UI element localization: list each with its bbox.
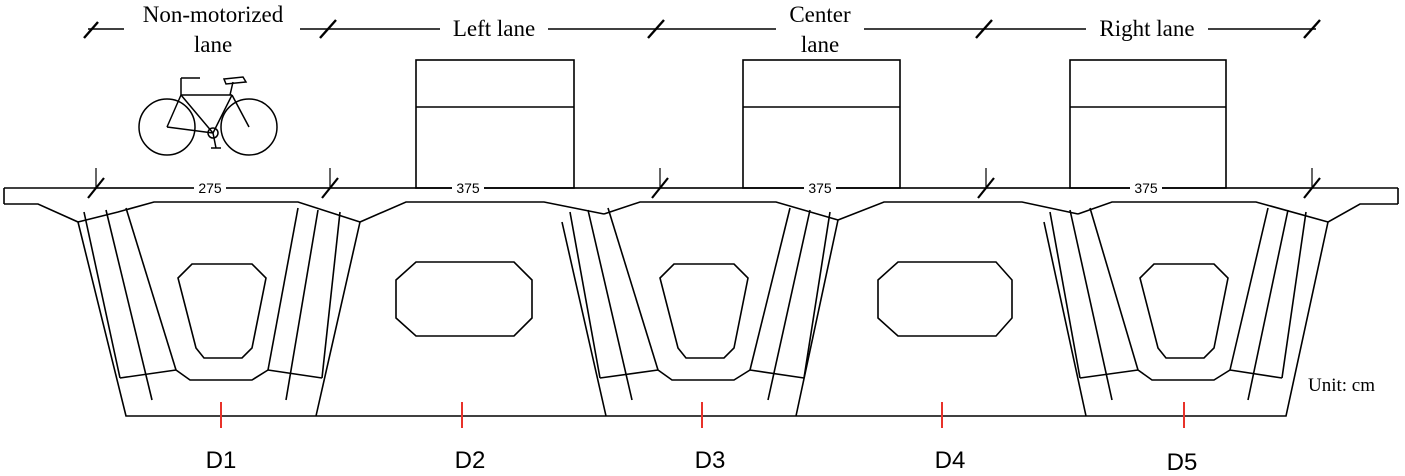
dim-slash [87,177,105,199]
girder-joints [315,219,1087,417]
lane-label-left: Left lane [453,16,535,41]
lane-label-non-motorized-line2: lane [194,32,232,57]
lane-label-dimension-line [83,19,1321,39]
deck-slab [3,187,1399,417]
dimension-non-motorized: 275 [198,180,222,196]
girder-d5 [1049,207,1307,401]
dim-slash [651,177,669,199]
tick-mark [1303,19,1321,39]
dimension-center-lane: 375 [808,180,832,196]
dim-slash [977,177,995,199]
dim-slash [321,177,339,199]
dim-slash [1303,177,1321,199]
lane-label-center-line2: lane [801,32,839,57]
girder-d1 [83,207,341,401]
girder-label-d3: D3 [695,447,726,474]
truck-load-icon [415,59,575,189]
lane-label-non-motorized-line1: Non-motorized [143,2,284,27]
deck-dimension-line [87,168,1321,199]
dimension-right-lane: 375 [1134,180,1158,196]
tick-mark [975,19,993,39]
cell-void [1139,263,1229,359]
girder-d4 [877,261,1013,337]
tick-mark [647,19,665,39]
tick-mark [319,19,337,39]
cell-void [659,263,749,359]
bicycle-icon [138,76,278,156]
unit-label: Unit: cm [1308,375,1375,396]
girder-d3 [569,207,831,401]
girder-label-d4: D4 [935,447,966,474]
truck-load-icon [742,59,901,189]
tick-mark [83,21,99,39]
lane-label-center-line1: Center [789,2,851,27]
truck-load-icon [1069,59,1227,189]
girder-d2 [395,261,533,337]
girder-label-d5: D5 [1167,449,1198,476]
cell-void [877,261,1013,337]
lane-label-right: Right lane [1099,16,1194,41]
measurement-markers [220,402,1185,428]
cell-void [177,263,267,359]
dimension-left-lane: 375 [456,180,480,196]
cell-void [395,261,533,337]
girder-label-d2: D2 [455,447,486,474]
girder-label-d1: D1 [206,447,237,474]
